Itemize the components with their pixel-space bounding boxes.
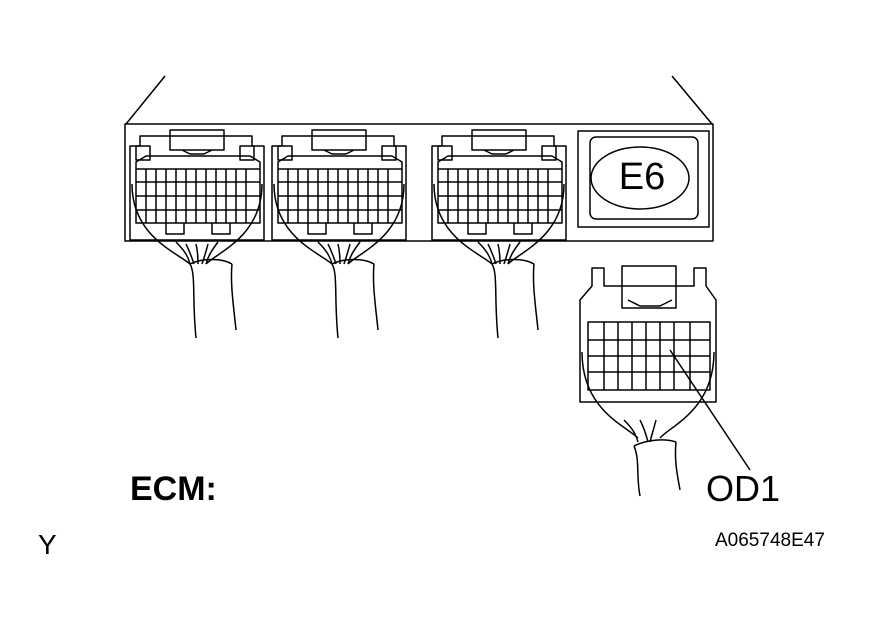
connector-1 [130,130,264,338]
connector-3 [432,130,566,338]
corner-mark: Y [38,529,57,560]
e6-badge [577,130,710,228]
connector-2 [272,130,406,338]
ecm-housing [124,75,714,242]
figure-id: A065748E47 [715,530,825,551]
od1-callout-line [669,349,751,471]
od1-callout-label: OD1 [706,468,781,509]
od1-connector [579,265,751,497]
connector-code-label: E6 [618,156,666,198]
ecm-title-label: ECM: [130,470,217,508]
